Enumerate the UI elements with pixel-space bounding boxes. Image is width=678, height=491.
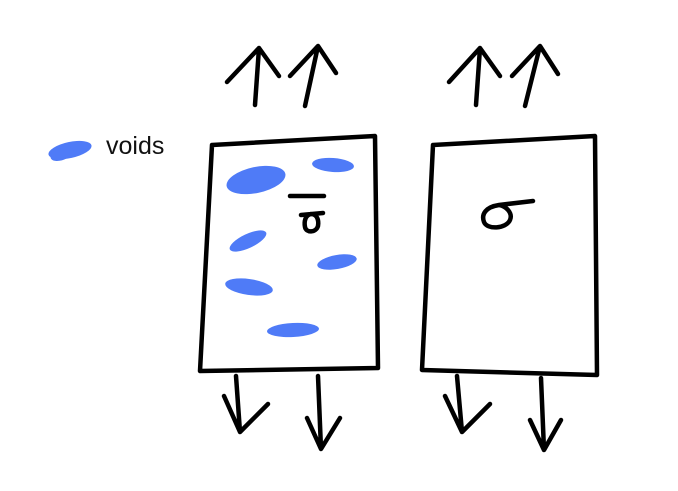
right-block-outline — [419, 133, 600, 378]
left-block-outline — [197, 133, 381, 374]
void — [317, 254, 357, 270]
void — [225, 278, 273, 296]
right-block — [419, 43, 600, 453]
left-sigma-bar-symbol — [287, 193, 327, 234]
left-block — [197, 43, 381, 452]
right-top-arrows — [446, 43, 561, 109]
void — [226, 165, 286, 195]
right-bottom-arrows — [442, 373, 564, 453]
void — [229, 230, 267, 252]
void — [267, 322, 319, 338]
left-top-arrows — [224, 43, 339, 109]
void — [312, 157, 354, 173]
legend-label: voids — [106, 132, 165, 160]
legend-void-swatch — [48, 140, 92, 161]
left-block-voids — [225, 157, 357, 338]
right-sigma-symbol — [481, 198, 536, 230]
left-bottom-arrows — [221, 373, 343, 452]
